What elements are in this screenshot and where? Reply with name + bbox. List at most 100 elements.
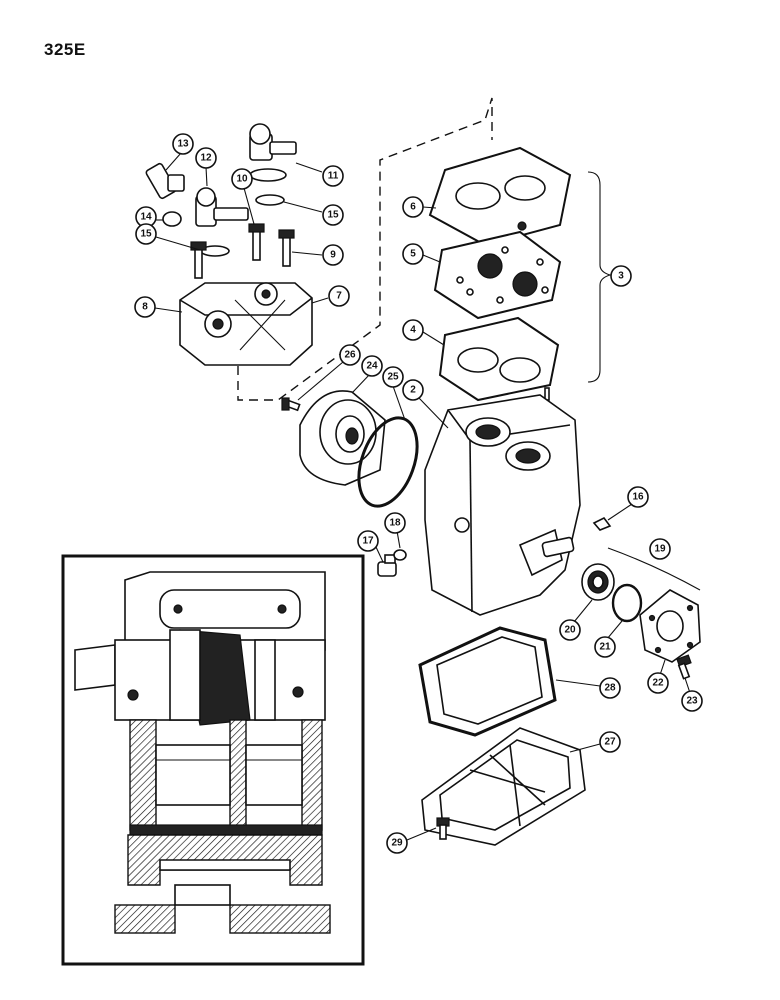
callout-circle: [322, 204, 344, 226]
callout-number: 2: [410, 385, 416, 396]
callout-circle: [559, 619, 581, 641]
callout-circle: [135, 223, 157, 245]
callout-number: 3: [618, 271, 624, 282]
callout-15-lower: 15: [135, 223, 201, 251]
callout-circle: [402, 379, 424, 401]
service-valve-fitting: [249, 123, 297, 182]
callout-number: 8: [142, 302, 148, 313]
callout-10: 10: [231, 168, 255, 225]
callout-number: 29: [391, 838, 403, 849]
leader-line: [396, 530, 401, 549]
callout-circle: [647, 672, 669, 694]
callout-number: 16: [632, 492, 644, 503]
callout-23: 23: [681, 677, 703, 712]
leader-line: [606, 620, 623, 640]
callout-circle: [382, 366, 404, 388]
callout-number: 15: [327, 210, 339, 221]
callout-7: 7: [311, 285, 350, 307]
seal-o-ring: [611, 583, 643, 623]
callout-number: 21: [599, 642, 611, 653]
leader-line: [295, 162, 323, 173]
callout-20: 20: [559, 599, 593, 641]
callout-circle: [402, 319, 424, 341]
callout-number: 9: [330, 250, 336, 261]
callout-circle: [627, 486, 649, 508]
callout-5: 5: [402, 243, 441, 265]
callout-circle: [328, 285, 350, 307]
leader-line: [311, 297, 329, 304]
callout-number: 4: [410, 325, 416, 336]
leader-line: [422, 331, 445, 346]
callout-circle: [599, 731, 621, 753]
callout-17: 17: [357, 530, 384, 563]
callout-29: 29: [386, 827, 437, 854]
cylinder-head: [179, 282, 313, 366]
callout-number: 27: [604, 737, 616, 748]
callout-number: 11: [328, 171, 339, 182]
callout-circle: [172, 133, 194, 155]
base-plate-screw: [436, 817, 450, 840]
callout-25: 25: [382, 366, 406, 421]
callout-number: 25: [387, 372, 399, 383]
group-bracket-3: [587, 171, 612, 383]
callout-9: 9: [291, 244, 344, 266]
leader-line: [375, 546, 384, 563]
callout-number: 23: [686, 696, 698, 707]
callout-circle: [322, 244, 344, 266]
leader-line: [607, 503, 633, 521]
leader-line: [283, 201, 323, 213]
callout-circle: [339, 344, 361, 366]
leader-line: [291, 251, 323, 256]
callout-circle: [610, 265, 632, 287]
callout-circle: [386, 832, 408, 854]
callout-circle: [231, 168, 253, 190]
callout-circle: [134, 296, 156, 318]
callout-19: 19: [649, 538, 671, 560]
callout-number: 5: [410, 249, 416, 260]
callout-12: 12: [195, 147, 217, 187]
callout-26: 26: [297, 344, 361, 401]
head-gasket-top: [428, 146, 572, 247]
callout-number: 7: [336, 291, 342, 302]
callout-number: 6: [410, 202, 416, 213]
callout-number: 22: [652, 678, 664, 689]
callout-number: 18: [389, 518, 401, 529]
callout-4: 4: [402, 319, 445, 346]
screw: [281, 397, 301, 412]
callout-number: 10: [236, 174, 248, 185]
callout-number: 12: [200, 153, 212, 164]
callout-number: 13: [177, 139, 189, 150]
callout-number: 19: [654, 544, 666, 555]
leader-line: [422, 206, 437, 209]
callout-circle: [357, 530, 379, 552]
suction-valve-fitting: [195, 187, 249, 227]
leader-line: [297, 361, 344, 401]
callout-16: 16: [607, 486, 649, 521]
callout-number: 26: [344, 350, 356, 361]
shaft-seal: [581, 563, 615, 601]
callout-circle: [322, 165, 344, 187]
base-plate: [421, 727, 586, 846]
callout-circle: [402, 243, 424, 265]
valve-plate: [433, 230, 562, 320]
oil-fill-plug: [377, 554, 397, 577]
callout-circle: [195, 147, 217, 169]
callout-number: 15: [140, 229, 152, 240]
leader-line: [155, 236, 201, 251]
page-label: 325E: [44, 40, 86, 59]
leader-line: [392, 385, 406, 421]
fitting-nut: [145, 162, 185, 200]
front-cover-o-ring: [357, 416, 419, 508]
base-plate-gasket: [418, 626, 557, 737]
callout-28: 28: [555, 677, 621, 699]
leader-line: [165, 152, 182, 171]
callout-circle: [649, 538, 671, 560]
valve-plate-gasket: [438, 316, 560, 402]
compressor-crankcase: [424, 394, 581, 616]
leader-line: [205, 166, 208, 187]
callout-circle: [681, 690, 703, 712]
shaft-key: [592, 516, 612, 531]
callout-24: 24: [351, 355, 383, 394]
callout-27: 27: [569, 731, 621, 753]
